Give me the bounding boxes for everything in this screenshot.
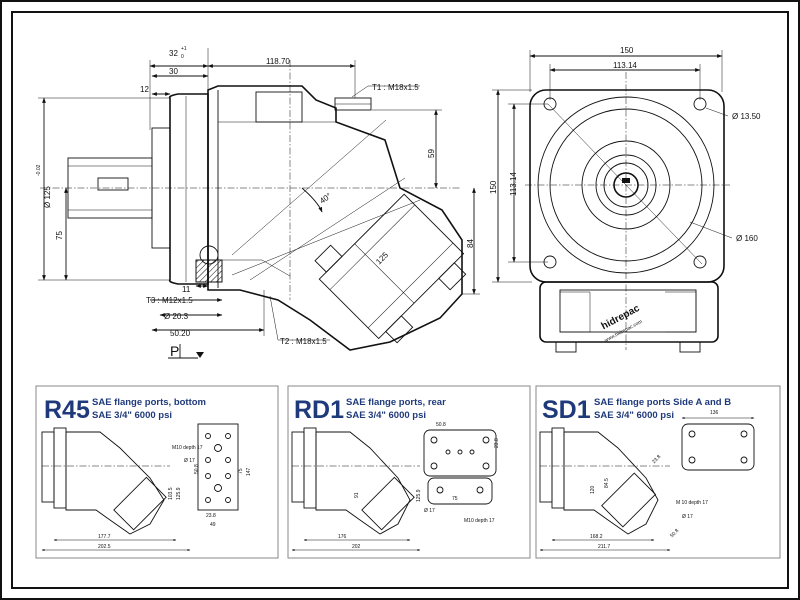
dim-32: 32 — [169, 49, 178, 58]
label-p: P — [170, 343, 179, 359]
dim-59: 59 — [427, 149, 436, 158]
bolt-hole-br — [693, 255, 707, 269]
shaft-key — [97, 177, 129, 191]
rd1-dim-91: 91 — [354, 492, 360, 498]
dim-50-20: 50.20 — [170, 329, 191, 338]
rd1-dim-23-8: 23.8 — [494, 438, 500, 448]
dim-150-width: 150 — [620, 46, 634, 55]
label-t2: T2 : M18x1.5 — [280, 337, 327, 346]
dim-dia-20-3: Ø 20.3 — [164, 312, 189, 321]
panel-sd1-line2: SAE 3/4" 6000 psi — [594, 410, 674, 421]
dim-32-tol-sup: +1 — [181, 46, 187, 52]
dim-30: 30 — [169, 67, 178, 76]
mounting-flange — [168, 93, 209, 285]
sd1-dim-dia17: Ø 17 — [682, 514, 693, 520]
r45-dim-125-9: 125.9 — [176, 487, 182, 500]
panel-rd1-code: RD1 — [294, 396, 344, 424]
sd1-pump-outline — [563, 431, 659, 535]
dim-12: 12 — [140, 85, 149, 94]
r45-dim-50-8: 50.8 — [194, 464, 200, 474]
pump-housing — [207, 85, 463, 351]
r45-dim-23-8: 23.8 — [206, 513, 216, 519]
panel-sd1-code: SD1 — [542, 396, 591, 424]
sd1-flange-block — [681, 423, 755, 471]
port-block — [539, 281, 719, 343]
dim-125-diag: 125 — [374, 250, 390, 266]
panel-r45-line2: SAE 3/4" 6000 psi — [92, 410, 172, 421]
panel-r45-line1: SAE flange ports, bottom — [92, 397, 206, 408]
cylinder-block — [318, 193, 465, 340]
r45-dim-103-5: 103.5 — [168, 487, 174, 500]
label-t3: T3 : M12x1.5 — [146, 296, 193, 305]
panel-rd1-line2: SAE 3/4" 6000 psi — [346, 410, 426, 421]
panel-sd1: SD1 SAE flange ports Side A and B SAE 3/… — [535, 385, 781, 559]
r45-dim-75: 75 — [238, 468, 244, 474]
dim-150-height: 150 — [489, 180, 498, 194]
r45-pump-outline — [65, 431, 165, 535]
panel-sd1-line1: SAE flange ports Side A and B — [594, 397, 731, 408]
rd1-flange-block — [423, 429, 497, 477]
panel-r45-code: R45 — [44, 396, 90, 424]
r45-dim-147: 147 — [246, 467, 252, 476]
r45-dim-202-5: 202.5 — [98, 544, 111, 550]
sd1-dim-120: 120 — [590, 485, 596, 494]
panel-r45: R45 SAE flange ports, bottom SAE 3/4" 60… — [35, 385, 279, 559]
sd1-dim-168-2: 168.2 — [590, 534, 603, 540]
rd1-pump-outline — [315, 431, 411, 535]
dim-dia-160: Ø 160 — [736, 234, 758, 243]
dim-11: 11 — [182, 285, 191, 294]
sd1-dim-211-7: 211.7 — [598, 544, 610, 550]
drain-port-section — [195, 259, 223, 283]
dim-84: 84 — [466, 239, 475, 248]
r45-flange-block — [197, 423, 239, 511]
dim-118-70: 118.70 — [266, 57, 290, 66]
r45-dim-177-7: 177.7 — [98, 534, 111, 540]
dim-dia-13-50: Ø 13.50 — [732, 112, 761, 121]
r45-dim-dia17: Ø 17 — [184, 458, 195, 464]
front-view: hidrepac www.hidrepac.com 150 113.14 Ø 1… — [489, 46, 761, 353]
dim-40deg: 40° — [318, 191, 333, 205]
dim-dia-125-tol: -0.02 — [36, 164, 42, 176]
sd1-dim-m10: M 10 depth 17 — [676, 500, 708, 506]
dim-113-14-height: 113.14 — [509, 172, 518, 196]
rd1-dim-50-8: 50.8 — [436, 422, 446, 428]
main-side-view: 40° 32 +1 0 30 118.70 12 T1 : M18x1.5 59… — [36, 46, 480, 359]
label-t1: T1 : M18x1.5 — [372, 83, 419, 92]
r45-dim-m10: M10 depth 17 — [172, 445, 203, 451]
rd1-dim-dia17: Ø 17 — [424, 508, 435, 514]
panel-rd1: RD1 SAE flange ports, rear SAE 3/4" 6000… — [287, 385, 531, 559]
p-marker-icon — [196, 352, 204, 358]
sd1-dim-84-5: 84.5 — [604, 478, 610, 488]
dim-dia-125: Ø 125 — [43, 186, 52, 208]
rd1-dim-202: 202 — [352, 544, 361, 550]
sd1-dim-50-8: 50.8 — [669, 528, 680, 539]
dim-113-14-width: 113.14 — [613, 61, 637, 70]
panel-rd1-line1: SAE flange ports, rear — [346, 397, 446, 408]
dim-32-tol-sub: 0 — [181, 54, 184, 60]
rd1-dim-125-9: 125.9 — [416, 489, 422, 502]
inner-border — [11, 11, 789, 589]
r45-dim-49: 49 — [210, 522, 216, 528]
rd1-dim-m10: M10 depth 17 — [464, 518, 495, 524]
sd1-dim-23-8: 23.8 — [651, 454, 662, 465]
rd1-dim-75: 75 — [452, 496, 458, 502]
sd1-dim-136: 136 — [710, 410, 719, 416]
rd1-dim-176: 176 — [338, 534, 347, 540]
dim-75: 75 — [55, 231, 64, 240]
